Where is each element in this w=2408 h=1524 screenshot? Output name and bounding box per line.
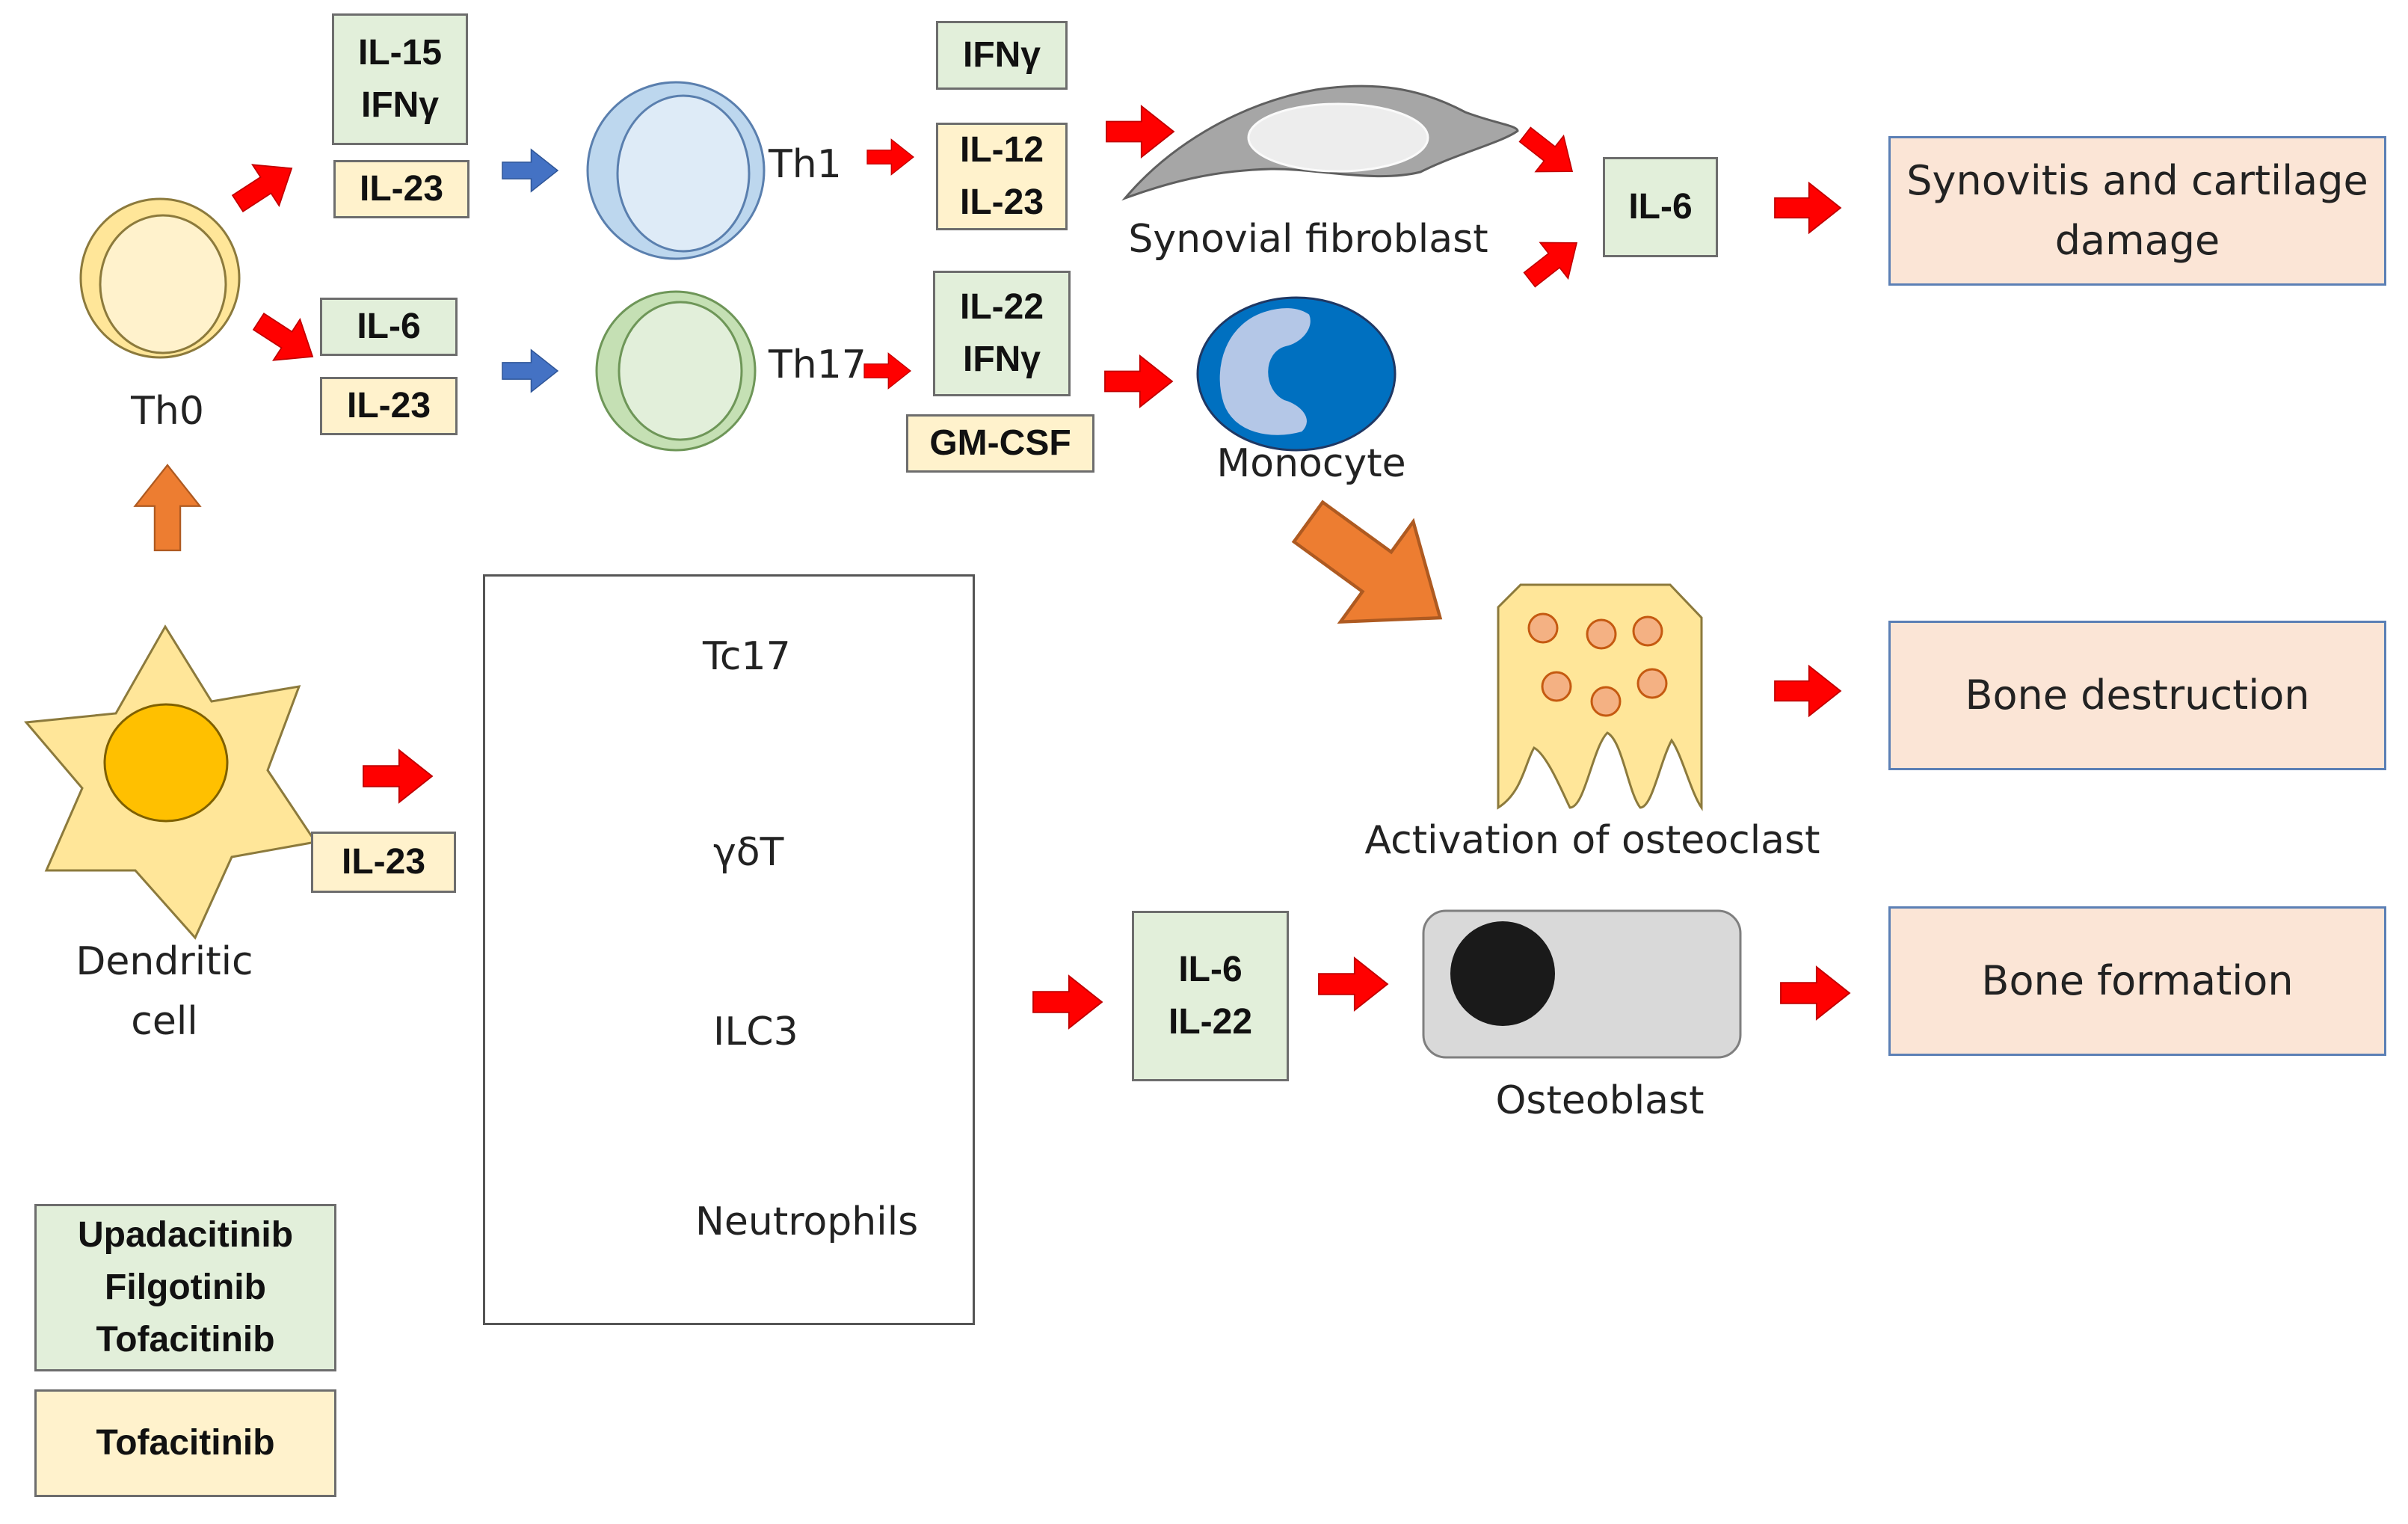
arrow-th0-to-th1 bbox=[224, 147, 306, 225]
arrow-blue-th17 bbox=[502, 349, 558, 393]
cytokine-box-th17-yellow: IL-23 bbox=[320, 377, 458, 435]
cytokine-box-th1-yellow: IL-23 bbox=[333, 160, 469, 218]
label-dendritic-cell: Dendritic cell bbox=[76, 939, 253, 1044]
outcome-bone-formation: Bone formation bbox=[1888, 906, 2386, 1056]
arrow-fibroblast-to-il6-a bbox=[1510, 116, 1587, 191]
cytokine-box-th17-out-yellow: GM-CSF bbox=[906, 414, 1094, 473]
arrow-fibroblast-to-il6-b bbox=[1515, 224, 1592, 298]
outcome-bone-destruction: Bone destruction bbox=[1888, 621, 2386, 770]
label-monocyte: Monocyte bbox=[1216, 441, 1406, 486]
label-synovial-fibroblast: Synovial fibroblast bbox=[1128, 217, 1488, 262]
th0-cell bbox=[79, 197, 241, 359]
cytokine-box-th1-out-yellow: IL-12 IL-23 bbox=[936, 123, 1068, 230]
label-gdt: γδT bbox=[713, 830, 784, 875]
label-neutrophils: Neutrophils bbox=[695, 1199, 919, 1244]
arrow-to-monocyte bbox=[1104, 354, 1173, 408]
synovial-fibroblast-shape bbox=[1121, 85, 1519, 201]
arrow-th1-out bbox=[866, 138, 914, 176]
th1-cell bbox=[586, 81, 766, 260]
cytokine-box-dc-out: IL-23 bbox=[311, 832, 456, 893]
label-osteoclast: Activation of osteoclast bbox=[1364, 818, 1820, 863]
th17-cell bbox=[595, 290, 757, 452]
arrow-to-fibroblast bbox=[1106, 105, 1174, 159]
arrow-to-synovitis bbox=[1774, 182, 1841, 234]
cytokine-box-th17-green: IL-6 bbox=[320, 298, 458, 356]
arrow-to-bone-formation bbox=[1780, 966, 1850, 1020]
legend-green-drugs: Upadacitinib Filgotinib Tofacitinib bbox=[34, 1204, 336, 1371]
cytokine-box-th1-out-green: IFNγ bbox=[936, 21, 1068, 90]
label-tc17: Tc17 bbox=[703, 634, 791, 679]
innate-cells-panel bbox=[483, 574, 975, 1325]
arrow-th17-out bbox=[863, 352, 911, 390]
arrow-to-osteoblast bbox=[1318, 957, 1388, 1011]
cytokine-box-innate-out: IL-6 IL-22 bbox=[1132, 911, 1289, 1081]
arrow-dc-to-innate bbox=[363, 749, 433, 803]
osteoblast-shape bbox=[1422, 909, 1742, 1059]
cytokine-box-th1-green: IL-15 IFNγ bbox=[332, 13, 468, 145]
label-th0: Th0 bbox=[131, 389, 204, 434]
cytokine-box-fibroblast-out: IL-6 bbox=[1603, 157, 1718, 257]
arrow-to-bone-destruction bbox=[1774, 665, 1841, 717]
legend-yellow-drugs: Tofacitinib bbox=[34, 1389, 336, 1497]
arrow-orange-up bbox=[134, 464, 201, 552]
label-th17: Th17 bbox=[769, 342, 866, 387]
label-th1: Th1 bbox=[769, 142, 842, 187]
cytokine-box-th17-out-green: IL-22 IFNγ bbox=[933, 271, 1071, 396]
arrow-th0-to-th17 bbox=[244, 300, 327, 378]
osteoclast-shape bbox=[1497, 583, 1703, 811]
arrow-blue-th1 bbox=[502, 149, 558, 192]
dendritic-cell bbox=[24, 624, 318, 940]
arrow-innate-to-il6-il22 bbox=[1032, 975, 1103, 1029]
label-ilc3: ILC3 bbox=[713, 1010, 798, 1054]
outcome-synovitis: Synovitis and cartilage damage bbox=[1888, 136, 2386, 286]
label-osteoblast: Osteoblast bbox=[1495, 1078, 1705, 1123]
arrow-monocyte-to-osteoclast bbox=[1272, 472, 1476, 668]
monocyte-shape bbox=[1196, 296, 1397, 452]
